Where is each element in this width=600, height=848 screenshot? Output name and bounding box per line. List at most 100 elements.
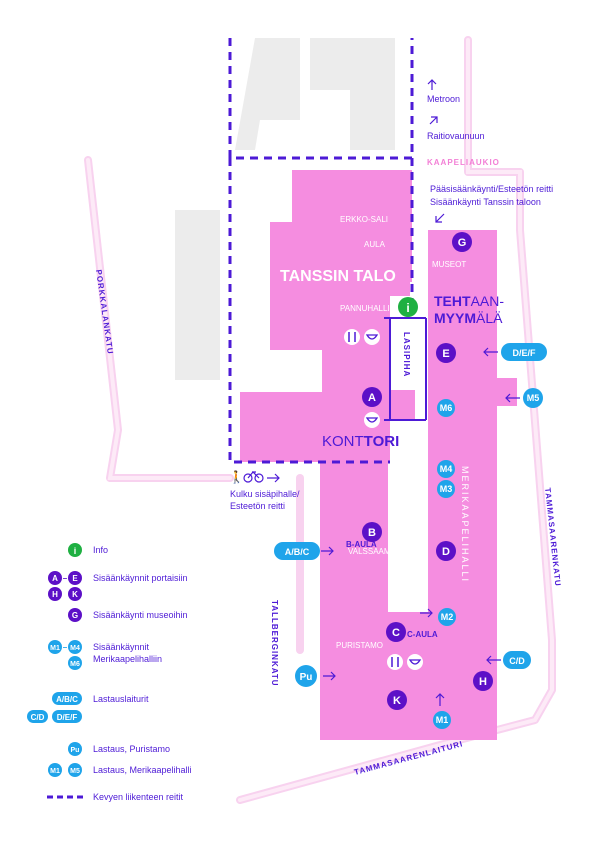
lasipiha-label: LASIPIHA	[402, 332, 411, 377]
buildings	[240, 170, 517, 740]
svg-text:D: D	[442, 546, 450, 558]
neighbour-buildings	[175, 38, 395, 380]
tallberginkatu-label: TALLBERGINKATU	[270, 600, 279, 687]
bike-walk-note: 🚶 Kulku sisäpihalle/ Esteetön reitti	[229, 470, 300, 511]
marker-d[interactable]: D	[436, 541, 456, 561]
gray-building-1	[235, 38, 300, 150]
svg-text:M1: M1	[50, 645, 60, 652]
svg-text:KONTTORI: KONTTORI	[322, 433, 399, 450]
marker-c[interactable]: C	[386, 622, 406, 642]
svg-text:A/B/C: A/B/C	[285, 547, 310, 557]
marker-m3[interactable]: M3	[437, 480, 455, 498]
marker-m1[interactable]: M1	[433, 711, 451, 729]
svg-text:M5: M5	[70, 768, 80, 775]
venue-labels: ERKKO-SALI AULA TANSSIN TALO PANNUHALLI …	[280, 215, 466, 650]
metro-arrow-icon	[427, 79, 437, 90]
merikaapeli-markers: M6 M4 M3 M2 M1 M5 Pu D/E/F	[274, 343, 547, 729]
food-icons	[344, 329, 423, 670]
marker-e[interactable]: E	[436, 343, 456, 363]
svg-text:D/E/F: D/E/F	[512, 348, 536, 358]
gray-building-2	[310, 38, 395, 150]
svg-text:B: B	[368, 527, 376, 539]
entrance-markers: i G E A B D C H	[362, 232, 493, 710]
gray-building-3	[175, 210, 220, 380]
bike-note-line1: Kulku sisäpihalle/	[230, 489, 300, 499]
svg-text:A/B/C: A/B/C	[56, 695, 78, 704]
marker-cd[interactable]: C/D	[503, 651, 531, 669]
legend-museum-badge: G	[68, 608, 82, 622]
lasipiha-bracket	[384, 317, 427, 421]
legend-pu-label: Lastaus, Puristamo	[93, 744, 170, 754]
svg-text:C: C	[392, 627, 400, 639]
legend-merikaapeli-label1: Sisäänkäynnit	[93, 642, 150, 652]
transit-directions: Metroon Raitiovaunuun	[427, 79, 485, 141]
svg-text:D/E/F: D/E/F	[57, 713, 78, 722]
legend-merikaapeli-label2: Merikaapelihalliin	[93, 654, 162, 664]
c-aula-label: C-AULA	[407, 630, 438, 639]
legend-merikaapeli-badges: M1 – M4 M6	[48, 640, 82, 670]
kaapeliaukio-label: KAAPELIAUKIO	[427, 158, 500, 167]
marker-b[interactable]: B	[362, 522, 382, 542]
svg-text:–: –	[63, 643, 68, 652]
restaurant-icon	[344, 329, 360, 345]
light-traffic-routes	[228, 38, 414, 464]
svg-text:M4: M4	[70, 645, 80, 652]
walk-icon: 🚶	[229, 470, 244, 484]
marker-g[interactable]: G	[452, 232, 472, 252]
svg-text:i: i	[406, 301, 409, 315]
svg-text:A: A	[368, 392, 376, 404]
svg-text:M2: M2	[441, 612, 454, 622]
marker-m4[interactable]: M4	[437, 460, 455, 478]
marker-h[interactable]: H	[473, 671, 493, 691]
bike-icon	[243, 473, 253, 483]
entrance-note-line1: Pääsisäänkäynti/Esteetön reitti	[430, 184, 553, 194]
metro-label: Metroon	[427, 94, 460, 104]
route-arrow-icon	[267, 473, 280, 483]
restaurant-icon-2	[387, 654, 403, 670]
svg-text:K: K	[72, 590, 78, 599]
tehtaanmyymala-label: TEHTAAN- MYYMÄLÄ	[434, 293, 504, 326]
legend-info-badge: i	[68, 543, 82, 557]
kaapelitehdas-main-building	[320, 230, 517, 740]
b-aula-label: B-AULA	[346, 540, 377, 549]
marker-a[interactable]: A	[362, 387, 382, 407]
entrance-arrows	[321, 347, 520, 706]
marker-k[interactable]: K	[387, 690, 407, 710]
svg-text:MYYMÄLÄ: MYYMÄLÄ	[434, 310, 503, 326]
tanssin-talo-label: TANSSIN TALO	[280, 268, 396, 285]
marker-def[interactable]: D/E/F	[501, 343, 547, 361]
svg-text:G: G	[458, 237, 467, 249]
info-marker[interactable]: i	[398, 297, 418, 317]
legend-loading-label: Lastauslaiturit	[93, 694, 149, 704]
svg-text:M4: M4	[440, 464, 453, 474]
svg-text:M6: M6	[440, 403, 453, 413]
tram-label: Raitiovaunuun	[427, 131, 485, 141]
svg-text:M6: M6	[70, 661, 80, 668]
marker-m2[interactable]: M2	[438, 608, 456, 626]
svg-text:M3: M3	[440, 484, 453, 494]
legend-loading-badges: A/B/C C/D D/E/F	[27, 692, 82, 723]
porkkalankatu-label: PORKKALANKATU	[94, 269, 115, 355]
marker-m5[interactable]: M5	[523, 388, 543, 408]
svg-text:Pu: Pu	[300, 672, 313, 683]
marker-m6[interactable]: M6	[437, 399, 455, 417]
legend-route-label: Kevyen liikenteen reitit	[93, 792, 184, 802]
svg-text:H: H	[52, 590, 58, 599]
pannuhalli-label: PANNUHALLI	[340, 304, 390, 313]
svg-text:G: G	[72, 611, 78, 620]
cafe-icon-2	[364, 412, 380, 428]
legend-pu-badge: Pu	[68, 742, 82, 756]
route-west	[228, 158, 390, 464]
marker-abc[interactable]: A/B/C	[274, 542, 320, 560]
svg-text:H: H	[479, 676, 487, 688]
entrance-note-line2: Sisäänkäynti Tanssin taloon	[430, 197, 541, 207]
marker-pu[interactable]: Pu	[295, 665, 317, 687]
bike-note-line2: Esteetön reitti	[230, 501, 285, 511]
main-entrance-note: Pääsisäänkäynti/Esteetön reitti Sisäänkä…	[430, 184, 553, 223]
svg-text:K: K	[393, 695, 401, 707]
cafe-icon	[364, 329, 380, 345]
legend-stairs-badges: A – E H K	[48, 571, 82, 601]
legend-m-badges: M1 M5	[48, 763, 82, 777]
puristamo-label: PURISTAMO	[336, 641, 383, 650]
